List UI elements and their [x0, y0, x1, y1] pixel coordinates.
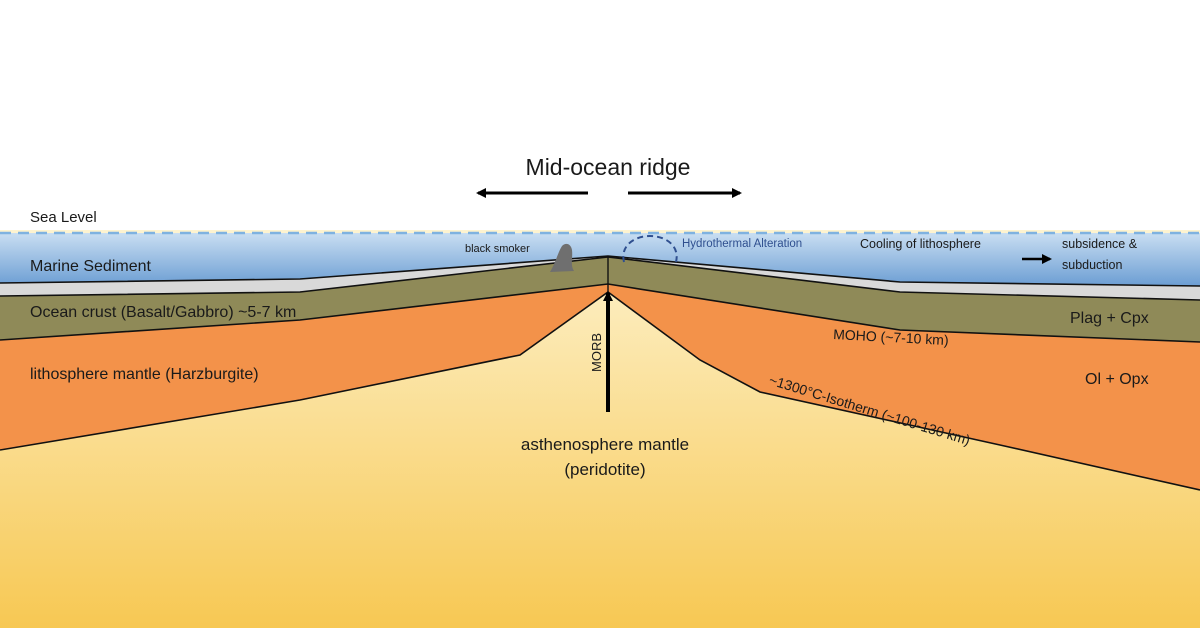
morb-label: MORB	[589, 333, 604, 372]
marine-sediment-layer	[0, 256, 1200, 300]
lithosphere-mantle-layer	[0, 284, 1200, 490]
marine-sediment-label: Marine Sediment	[30, 258, 152, 275]
black-smoker-label: black smoker	[465, 243, 530, 255]
subsidence-label-line1: subsidence &	[1062, 237, 1138, 251]
hydrothermal-circle-icon	[622, 234, 678, 263]
subsidence-label-line2: subduction	[1062, 258, 1123, 272]
plag-cpx-label: Plag + Cpx	[1070, 310, 1149, 327]
black-smoker-icon	[550, 243, 574, 272]
asthenosphere-label-line2: (peridotite)	[564, 460, 645, 479]
ocean-crust-label: Ocean crust (Basalt/Gabbro) ~5-7 km	[30, 304, 296, 321]
ocean-crust-layer	[0, 257, 1200, 342]
diagram-title: Mid-ocean ridge	[526, 154, 691, 180]
sea-level-label: Sea Level	[30, 209, 97, 226]
asthenosphere-label-line1: asthenosphere mantle	[521, 435, 689, 454]
hydrothermal-label: Hydrothermal Alteration	[682, 238, 802, 250]
cooling-label: Cooling of lithosphere	[860, 237, 981, 251]
ol-opx-label: Ol + Opx	[1085, 371, 1149, 388]
moho-label: MOHO (~7-10 km)	[833, 326, 949, 348]
lithosphere-mantle-label: lithosphere mantle (Harzburgite)	[30, 366, 259, 383]
isotherm-line	[0, 291, 1200, 491]
